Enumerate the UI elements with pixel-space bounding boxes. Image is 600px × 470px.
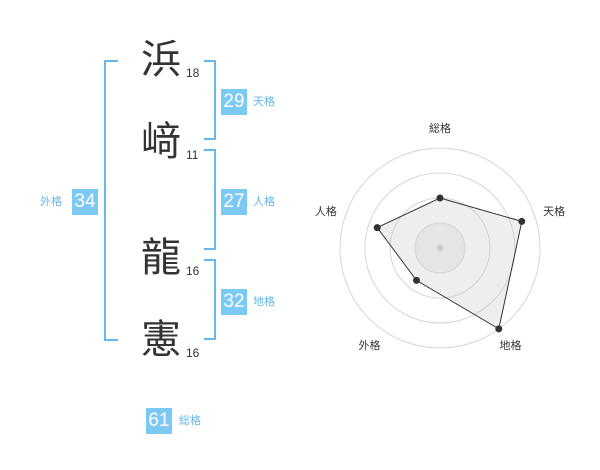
radar-axis-label-5: 人格 [315, 204, 337, 218]
radar-center-dot [437, 245, 443, 251]
stroke-count-1: 18 [186, 66, 200, 80]
gaikaku-label: 外格 [40, 195, 62, 208]
radar-point-1 [436, 194, 444, 202]
radar-points [373, 194, 526, 333]
stroke-count-4: 16 [186, 346, 200, 360]
radar-ring [339, 147, 541, 349]
jinkaku-label: 人格 [253, 195, 275, 208]
soukaku-badge: 61 [146, 408, 172, 434]
name-char-2: 﨑 [141, 119, 181, 165]
gaikaku-badge: 34 [72, 189, 98, 215]
stroke-count-3: 16 [186, 264, 200, 278]
stroke-count-2: 11 [186, 148, 199, 162]
radar-axis-label-1: 総格 [429, 121, 451, 135]
radar-axis-label-4: 外格 [359, 338, 381, 352]
jinkaku-badge: 27 [221, 189, 247, 215]
radar-point-4 [412, 276, 420, 284]
name-char-3: 龍 [141, 235, 181, 281]
chikaku-label: 地格 [253, 295, 275, 308]
radar-area [376, 197, 523, 330]
tenkaku-badge: 29 [221, 89, 247, 115]
tenkaku-bracket [204, 60, 216, 140]
radar-axis-label-2: 天格 [543, 204, 565, 218]
radar-point-2 [518, 217, 526, 225]
chikaku-badge: 32 [221, 289, 247, 315]
radar-ring [364, 172, 516, 324]
soukaku-label: 総格 [179, 414, 201, 427]
radar-polygon [376, 197, 523, 330]
chikaku-bracket [204, 259, 216, 340]
tenkaku-label: 天格 [253, 95, 275, 108]
radar-axis-label-3: 地格 [500, 338, 522, 352]
gaikaku-bracket [104, 60, 118, 341]
radar-grid [339, 147, 541, 349]
name-char-1: 浜 [141, 37, 181, 83]
jinkaku-bracket [204, 149, 216, 250]
radar-point-5 [373, 224, 381, 232]
radar-point-3 [495, 325, 503, 333]
name-char-4: 憲 [141, 317, 181, 363]
